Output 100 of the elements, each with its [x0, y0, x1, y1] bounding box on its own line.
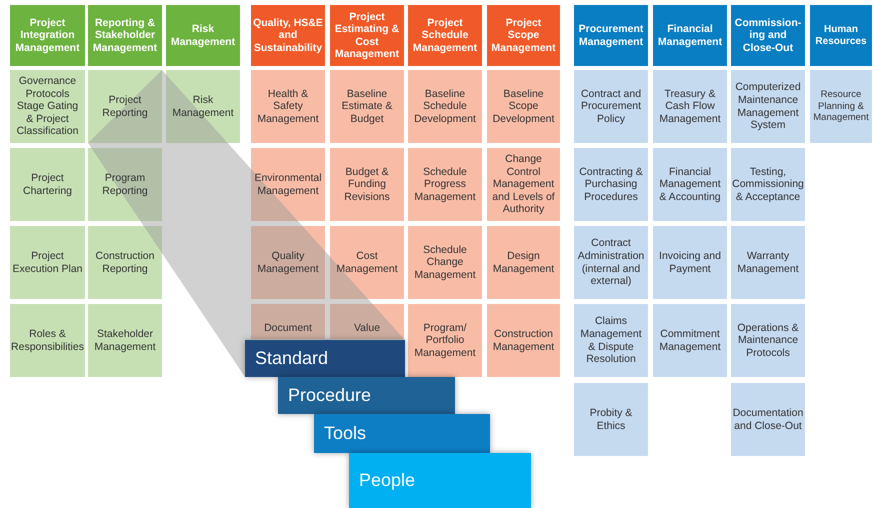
capability-cell [330, 148, 404, 221]
capability-cell [408, 148, 482, 221]
capability-cell [10, 70, 85, 143]
cell-text: Treasury & Cash Flow Management [658, 88, 722, 126]
header-text: Commission-ing and Close-Out [734, 17, 802, 54]
capability-cell [487, 304, 560, 377]
header-text: Human Resources [814, 24, 868, 47]
capability-cell [166, 70, 240, 143]
capability-cell [574, 70, 648, 143]
cell-text: Invoicing and Payment [658, 250, 722, 276]
cell-text: Construction Reporting [94, 250, 156, 276]
cell-text: Contract and Procurement Policy [580, 88, 642, 126]
cell-text: Probity & Ethics [588, 406, 634, 432]
capability-cell [810, 70, 872, 143]
capability-cell [574, 226, 648, 299]
capability-cell [88, 70, 162, 143]
cell-text: Project Reporting [101, 94, 149, 120]
cell-text: Operations & Maintenance Protocols [736, 322, 800, 360]
header-text: Procurement Management [578, 23, 644, 48]
cell-text: Value [354, 322, 380, 335]
cell-text: Commitment Management [658, 328, 722, 354]
capability-cell [731, 383, 805, 456]
cell-text: Contract Administration (internal and external) [576, 237, 646, 288]
capability-cell [653, 304, 727, 377]
capability-cell [731, 70, 805, 143]
cell-text: Claims Management & Dispute Resolution [579, 315, 643, 366]
capability-cell [330, 226, 404, 299]
cell-text: Governance Protocols Stage Gating & Project Classification [16, 75, 80, 138]
cell-text: Project Execution Plan [12, 250, 83, 276]
cell-text: Roles & Responsibilities [11, 328, 84, 354]
capability-cell [10, 226, 85, 299]
capability-cell [574, 304, 648, 377]
header-text: Quality, HS&E and Sustainability [253, 17, 323, 54]
cell-text: Program/ Portfolio Management [413, 322, 477, 360]
cell-text: Resource Planning & Management [812, 89, 870, 124]
column-header [330, 5, 404, 66]
header-text: Financial Management [656, 23, 724, 48]
cell-text: Warranty Management [736, 250, 800, 276]
capability-cell [88, 226, 162, 299]
header-text: Risk Management [170, 23, 236, 48]
column-header [166, 5, 240, 66]
cell-text: Health & Safety Management [256, 88, 320, 126]
cell-text: Schedule Change Management [413, 244, 477, 282]
cell-text: Document [264, 322, 312, 335]
column-header [251, 5, 325, 66]
capability-cell [574, 383, 648, 456]
cell-text: Financial Management & Accounting [658, 166, 722, 204]
cell-text: Schedule Progress Management [413, 166, 477, 204]
layer-card [245, 340, 405, 377]
capability-cell [487, 226, 560, 299]
cell-text: Baseline Estimate & Budget [340, 88, 394, 126]
capability-cell [653, 70, 727, 143]
capability-cell [487, 70, 560, 143]
cell-text: Risk Management [171, 94, 235, 120]
cell-text: Budget & Funding Revisions [343, 166, 391, 204]
header-text: Project Integration Management [14, 17, 81, 54]
layer-label: Standard [255, 347, 328, 370]
cell-text: Change Control Management and Levels of Authority [491, 153, 556, 216]
capability-cell [10, 148, 85, 221]
layer-label: People [359, 469, 416, 492]
capability-cell [731, 148, 805, 221]
column-header [731, 5, 805, 66]
capability-cell [330, 70, 404, 143]
cell-text: Project Chartering [22, 172, 74, 198]
capability-cell [10, 304, 85, 377]
cell-text: Computerized Maintenance Management System [734, 81, 802, 132]
capability-cell [574, 148, 648, 221]
layer-card [278, 377, 455, 414]
cell-text: Baseline Schedule Development [413, 88, 477, 126]
capability-cell [251, 148, 325, 221]
cell-text: Testing, Commissioning & Acceptance [732, 166, 804, 204]
cell-text: Program Reporting [101, 172, 149, 198]
header-text: Project Scope Management [490, 17, 557, 54]
cell-text: Documentation and Close-Out [732, 406, 804, 432]
capability-cell [731, 304, 805, 377]
header-text: Project Estimating & Cost Management [334, 11, 400, 60]
capability-cell [731, 226, 805, 299]
capability-cell [88, 304, 162, 377]
capability-cell [653, 226, 727, 299]
cell-text: Stakeholder Management [93, 328, 157, 354]
column-header [88, 5, 162, 66]
cell-text: Cost Management [335, 250, 399, 276]
layer-card [349, 453, 531, 508]
cell-text: Environmental Management [253, 172, 323, 198]
column-header [810, 5, 872, 66]
header-text: Reporting & Stakeholder Management [92, 17, 158, 54]
cell-text: Baseline Scope Development [492, 88, 556, 126]
cell-text: Quality Management [256, 250, 320, 276]
capability-cell [251, 304, 325, 339]
capability-cell [408, 70, 482, 143]
projection-wedge [88, 70, 405, 377]
capability-cell [330, 304, 404, 339]
layer-label: Tools [324, 422, 366, 445]
capability-cell [653, 148, 727, 221]
cell-text: Design Management [492, 250, 556, 276]
capability-cell [408, 226, 482, 299]
cell-text: Contracting & Purchasing Procedures [578, 166, 644, 204]
column-header [574, 5, 648, 66]
capability-cell [251, 70, 325, 143]
capability-cell [251, 226, 325, 299]
